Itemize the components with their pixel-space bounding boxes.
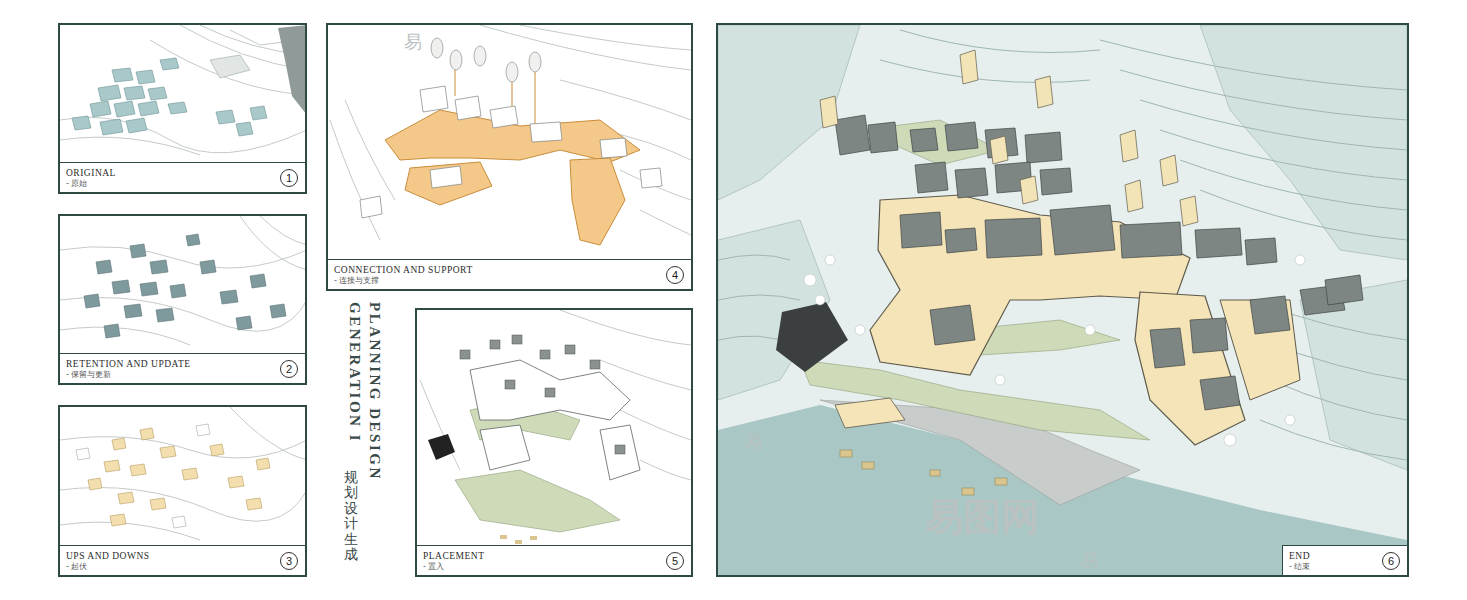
ups-downs-site [60,407,305,540]
number-text: 4 [672,270,678,281]
stage-subtitle: - 置入 [423,562,685,572]
panel-caption: PLACEMENT- 置入5 [417,545,691,575]
callout-number: 5 [666,552,684,570]
stage-panel: CONNECTION AND SUPPORT- 连接与支撑4 [326,23,693,291]
number-text: 6 [1388,556,1394,567]
stage-panel: ORIGINAL- 原始1 [58,23,307,194]
number-text: 2 [286,364,292,375]
stage-title: RETENTION AND UPDATE [66,359,299,370]
panel-caption: END- 结束6 [1282,545,1407,575]
callout-number: 2 [280,360,298,378]
watermark: 易图网 [925,492,1039,543]
vertical-title-zh: 规划设计生成 [344,470,358,562]
callout-number: 3 [280,552,298,570]
number-text: 3 [286,556,292,567]
final-site [718,25,1407,575]
retention-site [60,216,305,345]
connection-site [330,25,691,245]
panel-caption: CONNECTION AND SUPPORT- 连接与支撑4 [328,259,691,289]
callout-number: 6 [1382,552,1400,570]
number-text: 1 [286,173,292,184]
stage-title: CONNECTION AND SUPPORT [334,265,685,276]
stage-title: ORIGINAL [66,168,299,179]
stage-title: PLACEMENT [423,551,685,562]
stage-subtitle: - 起伏 [66,562,299,572]
placement-site [420,310,691,544]
panel-caption: UPS AND DOWNS- 起伏3 [60,545,305,575]
watermark: 易 [404,30,422,54]
stage-panel: END- 结束6 [716,23,1409,577]
callout-number: 1 [280,169,298,187]
original-site [60,25,305,155]
callout-number: 4 [666,266,684,284]
stage-subtitle: - 保留与更新 [66,370,299,380]
panel-caption: RETENTION AND UPDATE- 保留与更新2 [60,353,305,383]
stage-panel: PLACEMENT- 置入5 [415,308,693,577]
number-text: 5 [672,556,678,567]
stage-subtitle: - 原始 [66,179,299,189]
stage-title: UPS AND DOWNS [66,551,299,562]
panel-caption: ORIGINAL- 原始1 [60,162,305,192]
watermark: 易 [745,430,763,454]
watermark: 易 [1080,548,1098,572]
stage-subtitle: - 连接与支撑 [334,276,685,286]
stage-panel: UPS AND DOWNS- 起伏3 [58,405,307,577]
stage-panel: RETENTION AND UPDATE- 保留与更新2 [58,214,307,385]
